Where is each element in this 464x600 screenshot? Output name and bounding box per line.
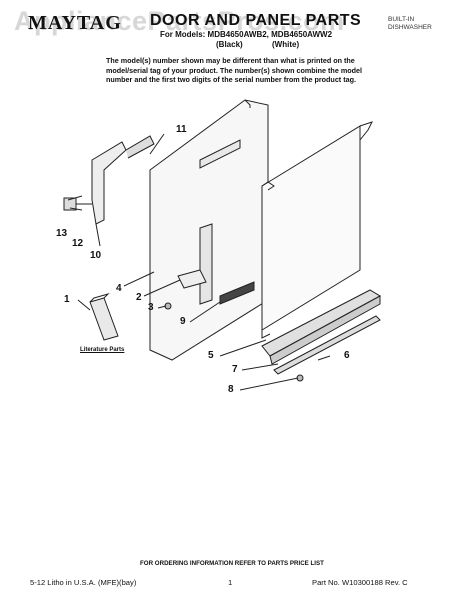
part-number: Part No. W10300188 Rev. C <box>312 578 408 587</box>
outer-door-panel <box>261 125 361 331</box>
door-gasket <box>219 281 255 305</box>
model-note: The model(s) number shown may be differe… <box>106 56 362 84</box>
litho-info: 5-12 Litho in U.S.A. (MFE)(bay) <box>30 578 137 587</box>
color-black-label: (Black) <box>216 40 243 49</box>
callout-5: 5 <box>208 350 214 361</box>
models-line: For Models: MDB4650AWB2, MDB4650AWW2 <box>160 30 333 39</box>
color-white-label: (White) <box>272 40 300 49</box>
brand-logo: MAYTAG <box>28 12 122 34</box>
watermark: AppliancePartsPros.com <box>14 6 345 36</box>
callout-11: 11 <box>176 124 187 135</box>
callout-4: 4 <box>116 283 122 294</box>
door-link <box>199 223 213 305</box>
ordering-info: FOR ORDERING INFORMATION REFER TO PARTS … <box>140 560 324 567</box>
callout-6: 6 <box>344 350 350 361</box>
callout-8: 8 <box>228 384 234 395</box>
door-spring-bracket <box>91 141 127 225</box>
callout-10: 10 <box>90 250 102 261</box>
callout-13: 13 <box>56 228 68 239</box>
callout-12: 12 <box>72 238 84 249</box>
product-type-line1: BUILT-IN <box>388 16 415 23</box>
product-type: BUILT-IN DISHWASHER <box>388 16 432 32</box>
literature-box <box>89 297 119 341</box>
literature-parts-label: Literature Parts <box>80 347 125 353</box>
callout-1: 1 <box>64 294 70 305</box>
page-number: 1 <box>228 578 233 587</box>
callout-9: 9 <box>180 316 186 327</box>
page-title: DOOR AND PANEL PARTS <box>150 12 362 29</box>
callout-7: 7 <box>232 364 238 375</box>
product-type-line2: DISHWASHER <box>388 24 432 31</box>
callout-2: 2 <box>136 292 142 303</box>
callout-3: 3 <box>148 302 154 313</box>
